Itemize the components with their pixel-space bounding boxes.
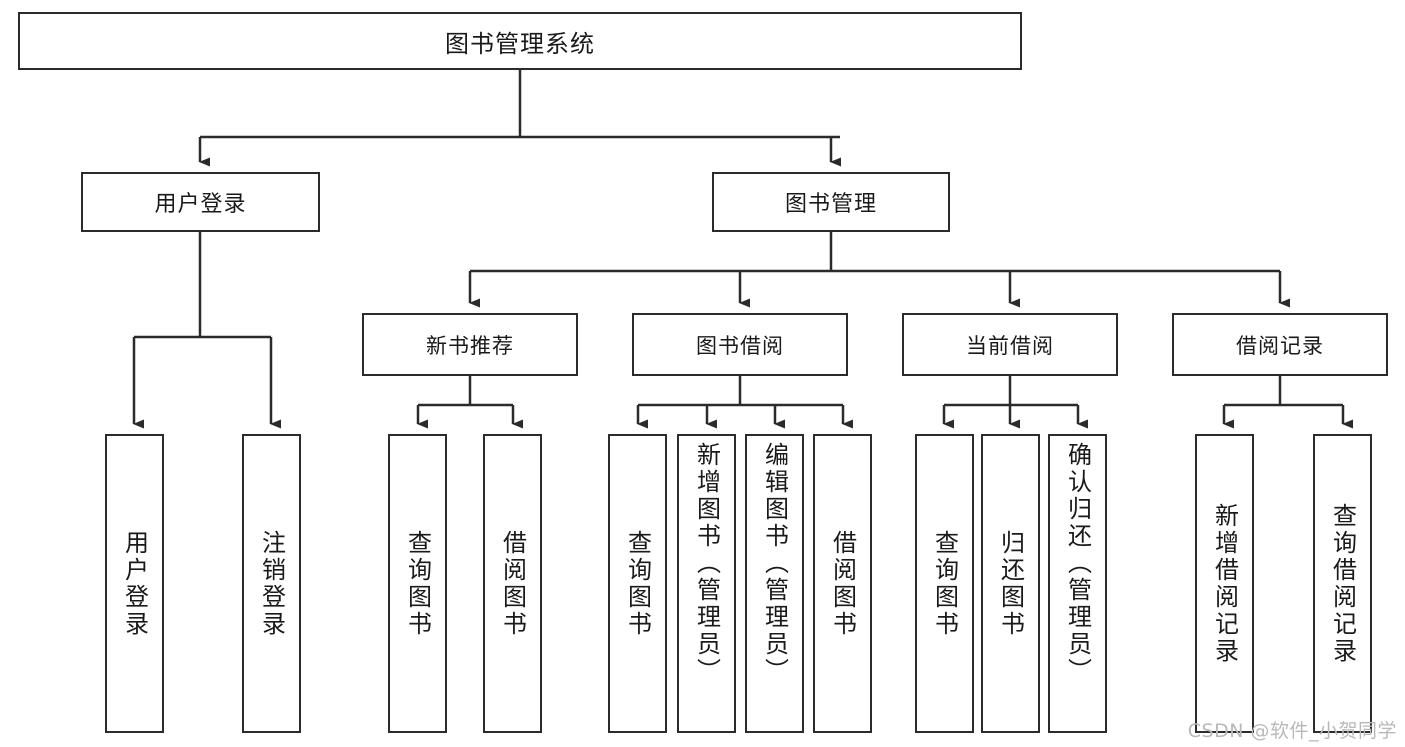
leaf-current-return-book-label: 归还图书: [996, 529, 1025, 638]
leaf-current-query-book-label: 查询图书: [930, 529, 959, 638]
node-book-management-label: 图书管理: [784, 192, 877, 217]
node-current-borrow-label: 当前借阅: [966, 333, 1054, 358]
node-user-login[interactable]: 用户登录: [81, 172, 320, 232]
leaf-current-return-book[interactable]: 归还图书: [981, 434, 1040, 733]
node-book-borrow-label: 图书借阅: [696, 333, 784, 358]
leaf-recommend-query-book-label: 查询图书: [403, 529, 432, 638]
leaf-borrow-query-book-label: 查询图书: [623, 529, 652, 638]
leaf-borrow-query-book[interactable]: 查询图书: [608, 434, 667, 733]
watermark-text: CSDN @软件_小贺同学: [1187, 720, 1397, 742]
leaf-borrow-add-book-admin-label: 新增图书（管理员）: [692, 442, 721, 685]
leaf-borrow-borrow-book[interactable]: 借阅图书: [813, 434, 872, 733]
node-root-label: 图书管理系统: [445, 29, 595, 58]
node-book-borrow[interactable]: 图书借阅: [632, 313, 848, 376]
node-root[interactable]: 图书管理系统: [18, 12, 1022, 70]
leaf-recommend-query-book[interactable]: 查询图书: [388, 434, 447, 733]
leaf-current-confirm-return-admin[interactable]: 确认归还（管理员）: [1048, 434, 1107, 733]
node-new-book-recommend[interactable]: 新书推荐: [362, 313, 578, 376]
node-borrow-record-label: 借阅记录: [1236, 333, 1324, 358]
leaf-user-login-login-label: 用户登录: [120, 529, 149, 638]
leaf-borrow-edit-book-admin-label: 编辑图书（管理员）: [760, 442, 789, 685]
leaf-user-login-logout-label: 注销登录: [257, 529, 286, 638]
leaf-recommend-borrow-book[interactable]: 借阅图书: [483, 434, 542, 733]
leaf-current-query-book[interactable]: 查询图书: [915, 434, 974, 733]
node-current-borrow[interactable]: 当前借阅: [902, 313, 1118, 376]
leaf-record-add-record[interactable]: 新增借阅记录: [1195, 434, 1254, 733]
leaf-current-confirm-return-admin-label: 确认归还（管理员）: [1063, 442, 1092, 685]
node-book-management[interactable]: 图书管理: [712, 172, 950, 232]
leaf-borrow-borrow-book-label: 借阅图书: [828, 529, 857, 638]
leaf-record-query-record[interactable]: 查询借阅记录: [1313, 434, 1372, 733]
leaf-user-login-logout[interactable]: 注销登录: [242, 434, 301, 733]
leaf-record-add-record-label: 新增借阅记录: [1210, 502, 1239, 665]
leaf-borrow-edit-book-admin[interactable]: 编辑图书（管理员）: [745, 434, 804, 733]
leaf-user-login-login[interactable]: 用户登录: [105, 434, 164, 733]
node-borrow-record[interactable]: 借阅记录: [1172, 313, 1388, 376]
leaf-recommend-borrow-book-label: 借阅图书: [498, 529, 527, 638]
leaf-borrow-add-book-admin[interactable]: 新增图书（管理员）: [677, 434, 736, 733]
leaf-record-query-record-label: 查询借阅记录: [1328, 502, 1357, 665]
node-new-book-recommend-label: 新书推荐: [426, 333, 514, 358]
node-user-login-label: 用户登录: [154, 192, 247, 217]
